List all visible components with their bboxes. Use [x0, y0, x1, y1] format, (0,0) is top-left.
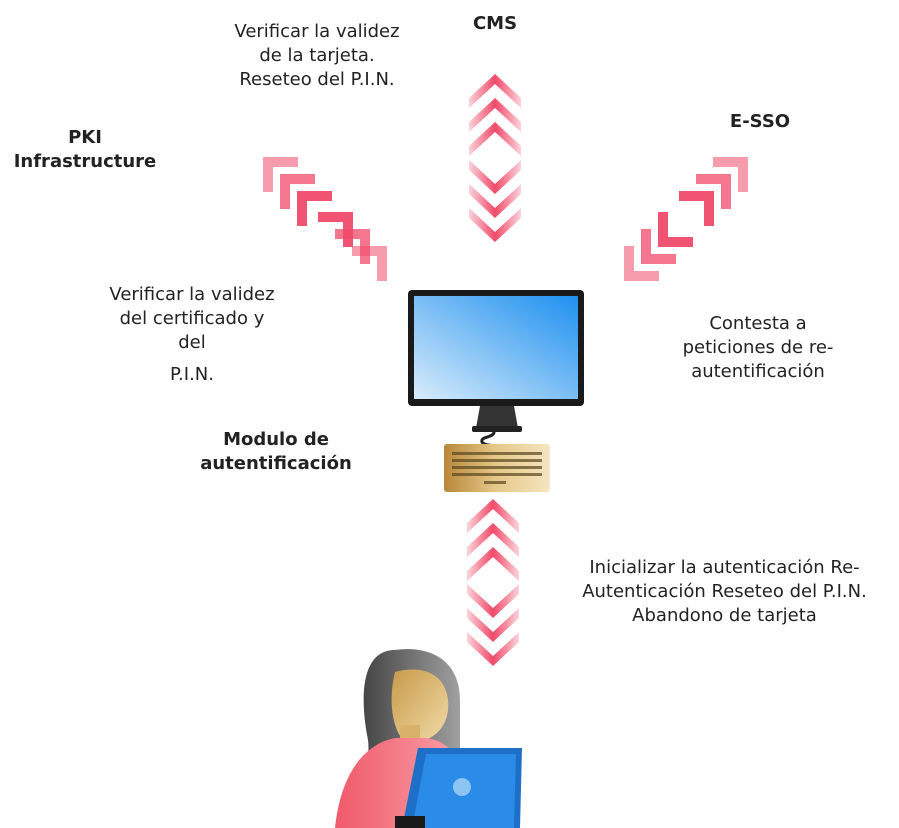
- esso-node: E-SSO: [729, 111, 791, 132]
- card-validity-line-1: Verificar la validez: [234, 21, 400, 42]
- module-node: Modulo de autentificación: [186, 428, 366, 476]
- cms-node: CMS: [472, 13, 518, 34]
- module-line-2: autentificación: [200, 453, 352, 474]
- user-actions-line-3: Abandono de tarjeta: [632, 605, 817, 626]
- user-actions-line-1: Inicializar la autenticación Re-: [589, 557, 860, 578]
- pki-arrows-icon: [263, 157, 387, 281]
- cert-validity-label: Verificar la validez del certificado y d…: [92, 283, 292, 387]
- pki-line-1: PKI: [68, 127, 102, 148]
- cert-validity-line-4: P.I.N.: [170, 364, 214, 385]
- monitor-icon: [408, 290, 584, 449]
- user-actions-line-2: Autenticación Reseteo del P.I.N.: [582, 581, 867, 602]
- cms-arrows-icon: [469, 74, 521, 242]
- user-arrows-icon: [467, 499, 519, 666]
- module-line-1: Modulo de: [223, 429, 329, 450]
- card-validity-line-3: Reseteo del P.I.N.: [239, 69, 395, 90]
- cert-validity-line-3: del: [178, 332, 206, 353]
- user-actions-label: Inicializar la autenticación Re- Autenti…: [552, 556, 897, 628]
- cert-validity-line-2: del certificado y: [119, 308, 265, 329]
- keyboard-icon: [444, 444, 550, 492]
- card-validity-line-2: de la tarjeta.: [259, 45, 375, 66]
- reauth-line-3: autentificación: [691, 361, 825, 382]
- reauth-line-2: peticiones de re-: [682, 337, 834, 358]
- cert-validity-line-1: Verificar la validez: [109, 284, 275, 305]
- pki-node: PKI Infrastructure: [0, 126, 170, 174]
- reauth-response-label: Contesta a peticiones de re- autentifica…: [668, 312, 848, 384]
- person-laptop-icon: [335, 649, 522, 828]
- pki-line-2: Infrastructure: [13, 151, 157, 172]
- esso-arrows-icon: [624, 157, 748, 281]
- reauth-line-1: Contesta a: [709, 313, 807, 334]
- card-validity-label: Verificar la validez de la tarjeta. Rese…: [222, 20, 412, 92]
